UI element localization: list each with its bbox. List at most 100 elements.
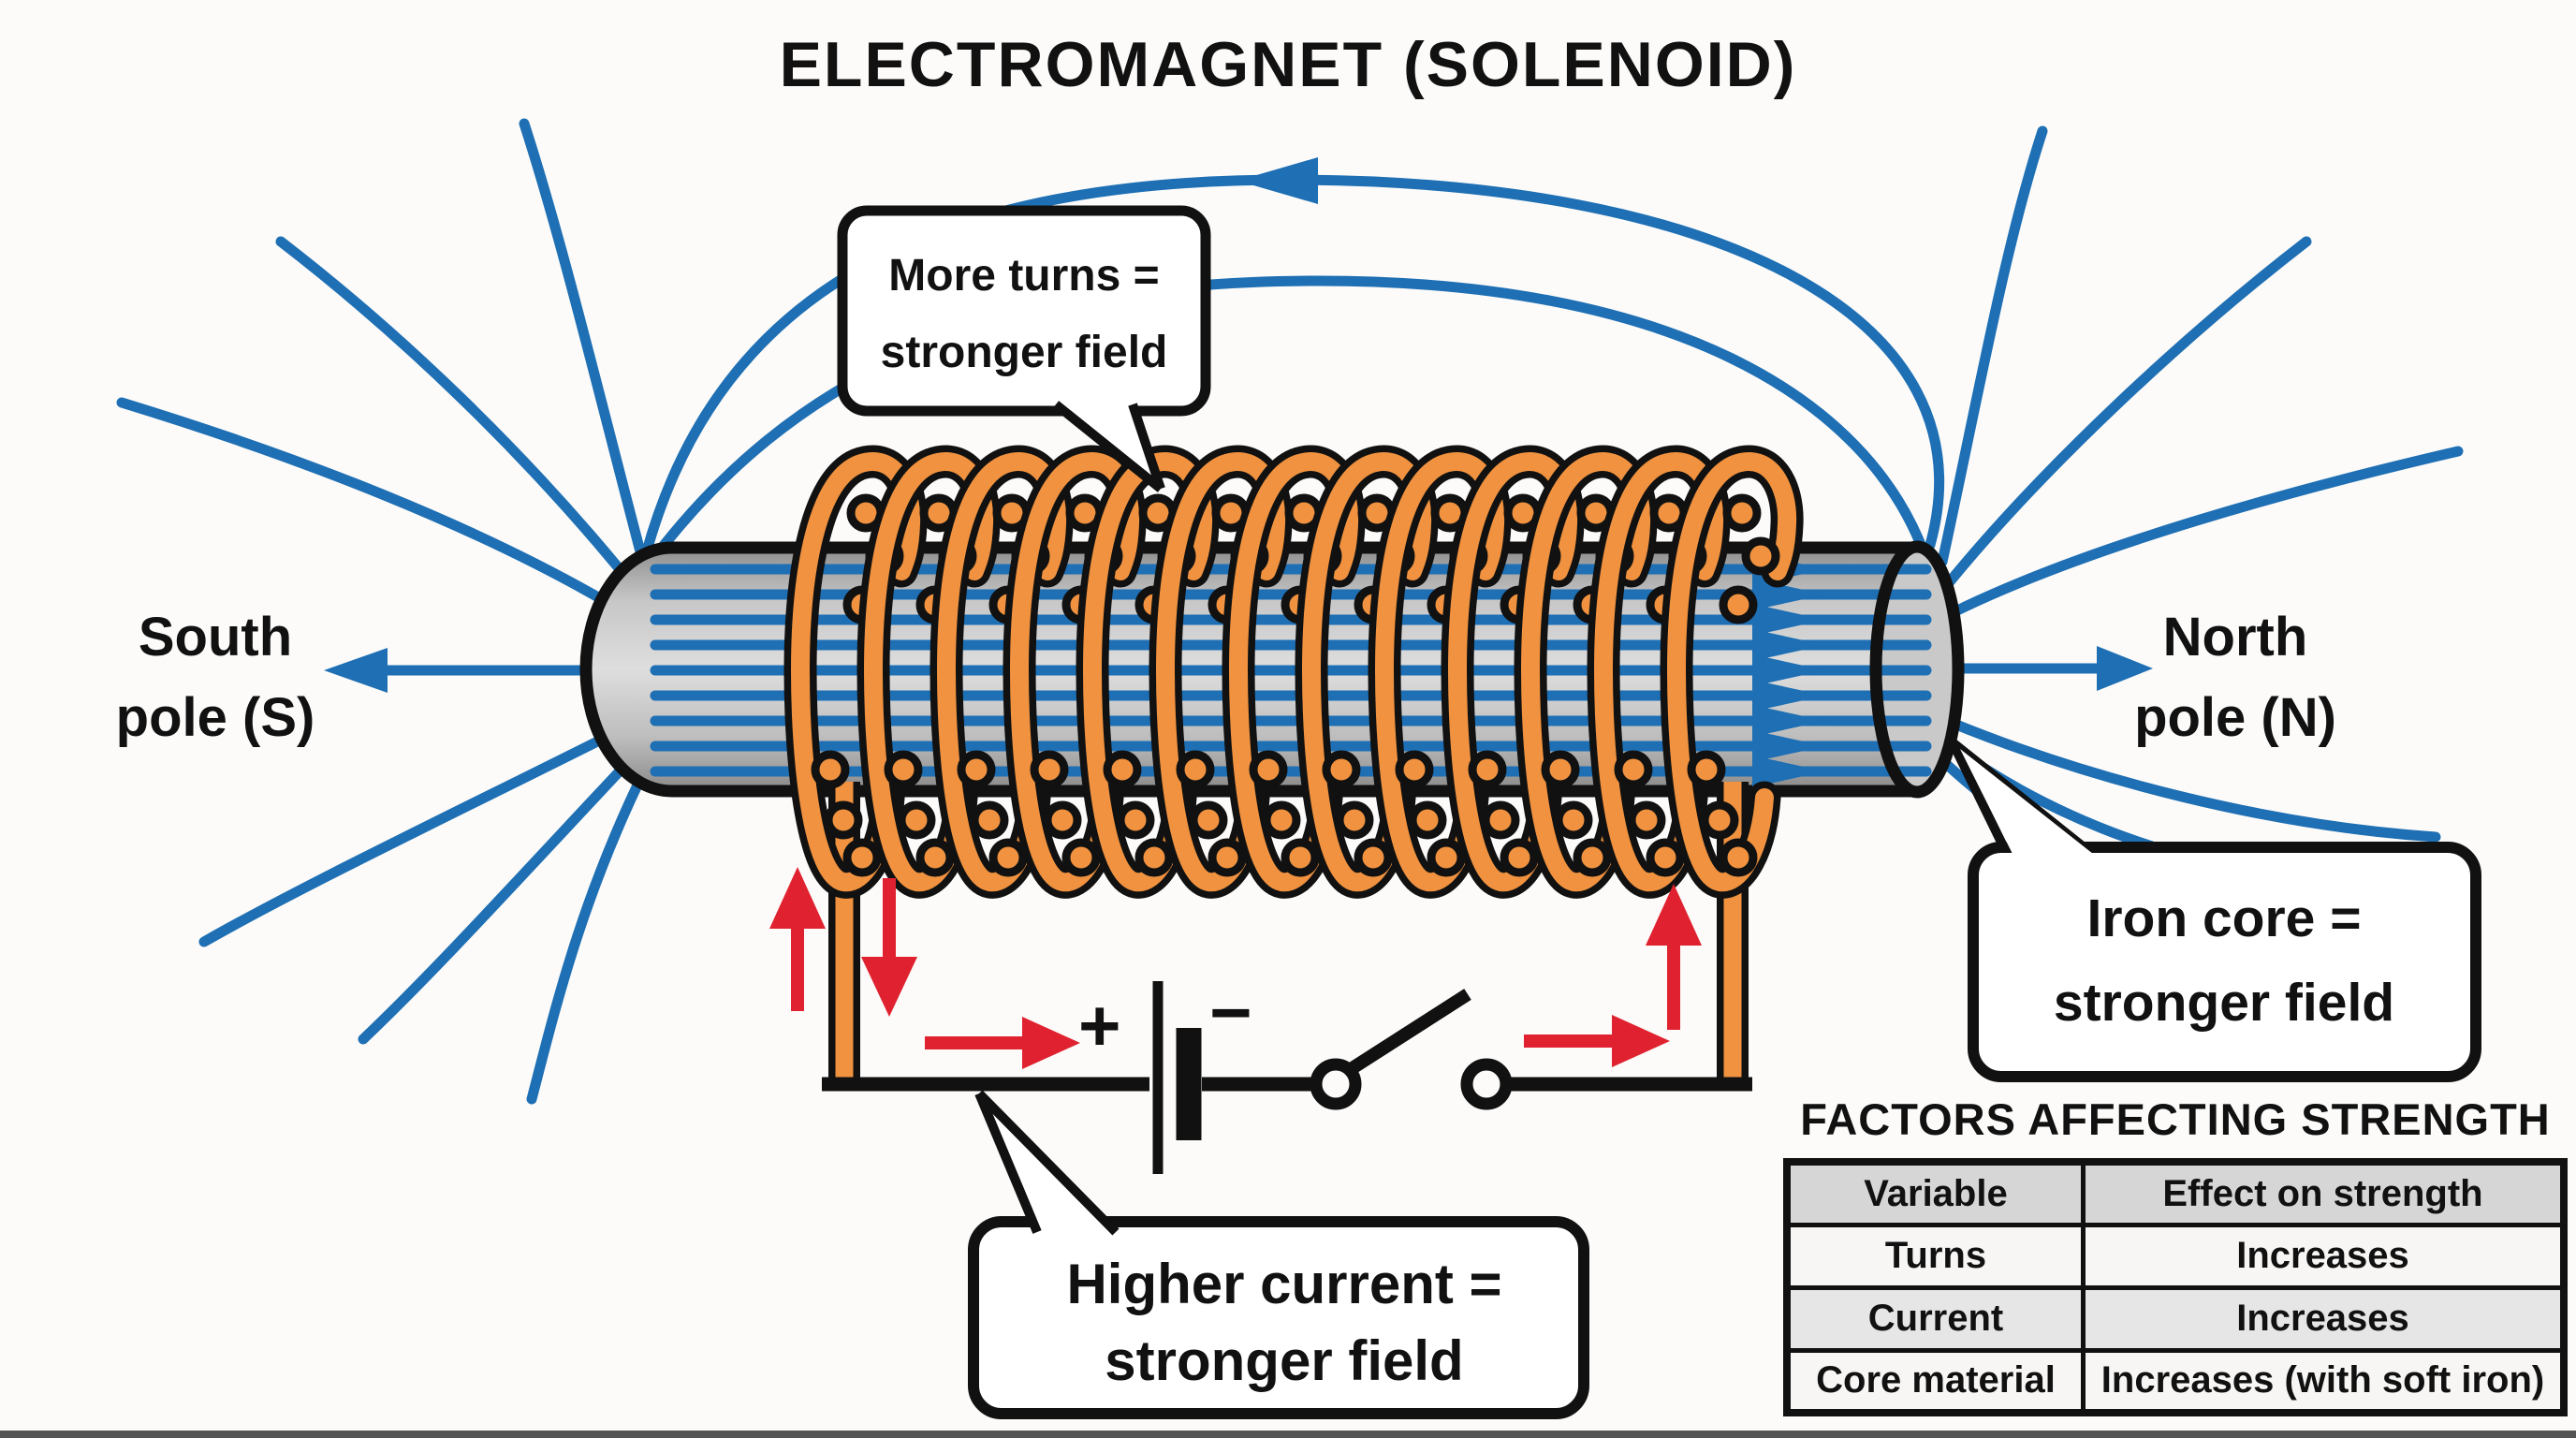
- core-field-arrow-icon: [1752, 629, 1825, 661]
- callout-iron-core: Iron core = stronger field: [1948, 739, 2481, 1082]
- callout-iron-core-line2: stronger field: [2054, 973, 2394, 1033]
- core-field-arrow-icon: [1752, 756, 1825, 787]
- south-pole-label-line2: pole (S): [116, 687, 315, 748]
- field-line-left-up2: [275, 236, 650, 605]
- current-arrow-up-left-icon: [769, 867, 826, 1011]
- wire-cross-section-icon: [897, 800, 936, 840]
- wire-cross-section-icon: [1468, 750, 1507, 789]
- wire-cross-section-icon: [1134, 838, 1174, 877]
- solenoid-coil: [783, 445, 1804, 1086]
- field-arrow-right-icon: [2097, 646, 2153, 691]
- callout-higher-current-line2: stronger field: [1105, 1329, 1463, 1392]
- wire-cross-section-icon: [1646, 838, 1685, 877]
- wire-cross-section-icon: [1700, 800, 1739, 840]
- factors-heading: FACTORS AFFECTING STRENGTH: [1800, 1094, 2551, 1144]
- core-field-arrow-icon: [1752, 579, 1825, 610]
- wire-cross-section-icon: [1030, 750, 1069, 789]
- field-line-right-up1: [1937, 125, 2048, 567]
- wire-cross-section-icon: [1614, 750, 1653, 789]
- bottom-edge-line: [0, 1431, 2576, 1438]
- switch-contact-right-icon: [1460, 1058, 1513, 1110]
- north-pole-label-line2: pole (N): [2134, 687, 2336, 748]
- current-arrow-right-right-segment-icon: [1524, 1015, 1670, 1067]
- factors-table-header-cell: Effect on strength: [2081, 1159, 2567, 1227]
- switch-lever-icon: [1344, 989, 1471, 1077]
- wire-cross-section-icon: [1395, 750, 1434, 789]
- core-field-arrow-icon: [1752, 604, 1825, 636]
- callout-more-turns: More turns = stronger field: [837, 205, 1211, 492]
- field-line-left-down2: [358, 740, 650, 1045]
- callout-higher-current-line1: Higher current =: [1066, 1253, 1501, 1315]
- field-arrow-top-loop-icon: [1237, 157, 1318, 204]
- battery-plus-label: +: [1078, 984, 1121, 1066]
- field-line-left-down1: [198, 713, 648, 947]
- wire-cross-section-icon: [1481, 800, 1520, 840]
- factors-table-cell: Core material: [1784, 1347, 2086, 1416]
- field-arrow-left-icon: [324, 648, 388, 693]
- field-line-left-up1: [519, 118, 651, 579]
- wire-cross-section-icon: [1176, 750, 1215, 789]
- wire-cross-section-icon: [884, 750, 923, 789]
- wire-cross-section-icon: [1500, 838, 1539, 877]
- wire-cross-section-icon: [988, 838, 1028, 877]
- wire-cross-section-icon: [1189, 800, 1228, 840]
- wire-cross-section-icon: [1322, 750, 1361, 789]
- coil-turn: [1660, 445, 1804, 899]
- south-pole-label-line1: South: [139, 607, 292, 668]
- current-direction-arrows: [769, 867, 1702, 1069]
- callout-more-turns-line1: More turns =: [888, 251, 1159, 301]
- wire-cross-section-icon: [1208, 838, 1247, 877]
- factors-table-cell: Turns: [1784, 1222, 2086, 1290]
- wire-cross-section-icon: [1335, 800, 1374, 840]
- wire-cross-section-icon: [1262, 800, 1301, 840]
- wire-cross-section-icon: [1741, 536, 1780, 576]
- factors-table-cell: Increases: [2081, 1222, 2567, 1290]
- wire-cross-section-icon: [1408, 800, 1447, 840]
- north-pole-label-line1: North: [2163, 607, 2308, 668]
- wire-cross-section-icon: [1354, 838, 1393, 877]
- page-title: ELECTROMAGNET (SOLENOID): [780, 29, 1797, 100]
- field-loop-inner: [644, 275, 1930, 569]
- switch-contact-left-icon: [1310, 1058, 1362, 1110]
- field-line-left-up3: [116, 397, 648, 629]
- factors-table-cell: Increases (with soft iron): [2081, 1347, 2567, 1416]
- field-line-right-up2: [1941, 236, 2312, 591]
- core-field-arrow-icon: [1752, 654, 1825, 686]
- factors-table-header-cell: Variable: [1784, 1159, 2086, 1227]
- wire-cross-section-icon: [957, 750, 996, 789]
- wire-cross-section-icon: [1541, 750, 1580, 789]
- wire-cross-section-icon: [842, 838, 882, 877]
- wire-cross-section-icon: [1116, 800, 1155, 840]
- callout-more-turns-line2: stronger field: [881, 328, 1168, 377]
- current-arrow-down-icon: [861, 878, 917, 1017]
- wire-cross-section-icon: [1722, 493, 1762, 533]
- coil-turn-wire: [1666, 452, 1797, 892]
- iron-core-end-rim: [1869, 540, 1965, 799]
- core-field-arrow-icon: [1752, 730, 1825, 762]
- wire-cross-section-icon: [1281, 838, 1320, 877]
- callout-iron-core-line1: Iron core =: [2086, 888, 2361, 948]
- current-arrow-up-right-icon: [1646, 884, 1702, 1030]
- factors-table-cell: Increases: [2081, 1284, 2567, 1353]
- wire-cross-section-icon: [824, 800, 863, 840]
- wire-cross-section-icon: [1719, 585, 1758, 624]
- wire-cross-section-icon: [1719, 838, 1758, 877]
- wire-cross-section-icon: [1427, 838, 1466, 877]
- core-field-arrow-icon: [1752, 680, 1825, 712]
- circuit: [822, 981, 1752, 1174]
- wire-cross-section-icon: [1103, 750, 1142, 789]
- battery-minus-label: −: [1209, 971, 1252, 1053]
- field-line-right-down1: [1946, 717, 2441, 843]
- wire-cross-section-icon: [811, 750, 850, 789]
- current-arrow-right-left-segment-icon: [925, 1017, 1080, 1069]
- factors-table-cell: Current: [1784, 1284, 2086, 1353]
- wire-cross-section-icon: [1043, 800, 1082, 840]
- wire-cross-section-icon: [1554, 800, 1593, 840]
